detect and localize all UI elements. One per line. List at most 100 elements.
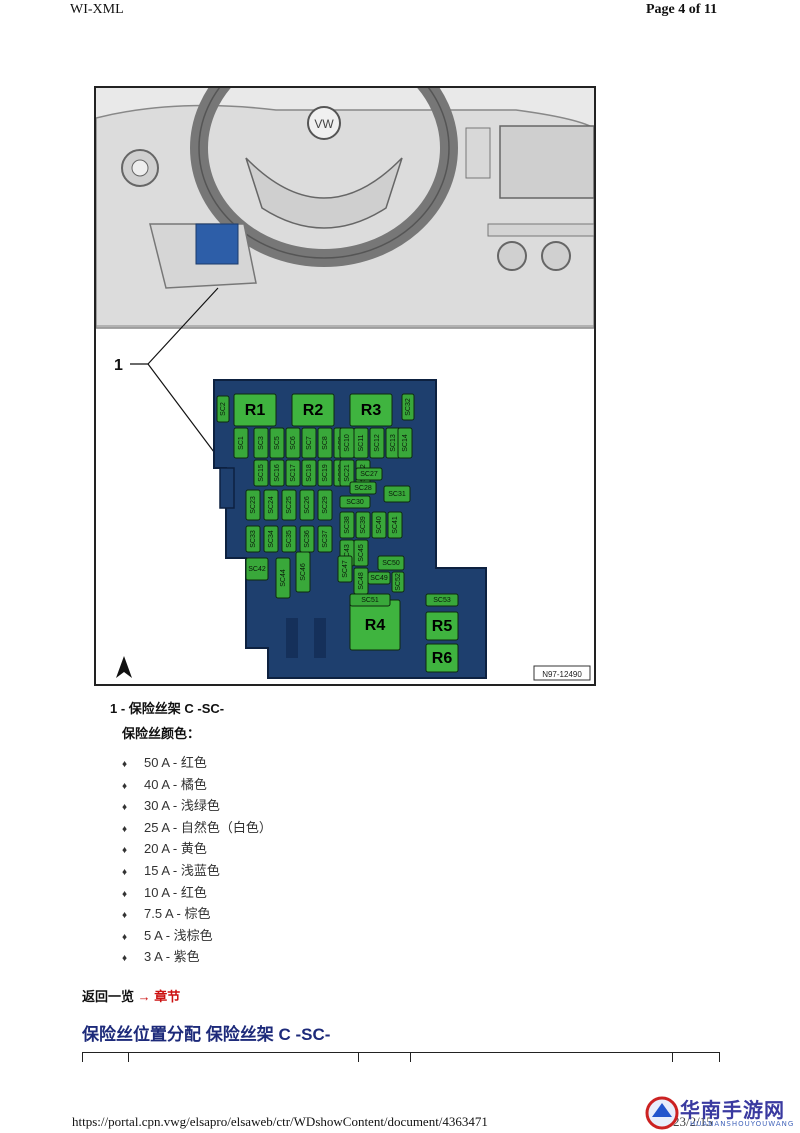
fuse-sc15 (253, 459, 269, 487)
fuse-label: SC15 (258, 464, 265, 482)
fuse-label: SC33 (250, 530, 257, 548)
fuse-sc46 (295, 551, 311, 593)
list-item: ♦30 A - 浅绿色 (122, 795, 272, 817)
fuse-sc26 (299, 489, 315, 521)
fuse-label: SC5 (274, 436, 281, 450)
fuse-sc30 (339, 495, 371, 509)
fuse-label: SC42 (248, 566, 266, 573)
fuse-label: SC31 (388, 491, 406, 498)
fuse-sc19 (317, 459, 333, 487)
fuse-sc24 (263, 489, 279, 521)
fuse-label: SC23 (250, 496, 257, 514)
list-item: ♦50 A - 红色 (122, 752, 272, 774)
fuse-label: SC12 (374, 434, 381, 452)
fuse-label: SC41 (392, 516, 399, 534)
fuse-sc50 (377, 555, 405, 571)
fuse-sc41 (387, 511, 403, 539)
relay-label: R2 (303, 402, 324, 419)
relay-label: R1 (245, 402, 266, 419)
relay-r2 (291, 393, 335, 427)
fuse-sc44 (275, 557, 291, 599)
list-item: ♦15 A - 浅蓝色 (122, 860, 272, 882)
fuse-label: SC35 (286, 530, 293, 548)
fuse-sc39 (355, 511, 371, 539)
fuse-label: SC51 (361, 597, 379, 604)
table-header-rule (82, 1052, 720, 1053)
fuse-label: SC29 (322, 496, 329, 514)
fuse-label: SC10 (344, 434, 351, 452)
fuse-sc18 (301, 459, 317, 487)
fuse-label: SC45 (358, 544, 365, 562)
fuse-sc17 (285, 459, 301, 487)
fuse-label: SC50 (382, 560, 400, 567)
fuse-label: SC38 (344, 516, 351, 534)
figure-code: N97-12490 (542, 670, 582, 679)
fuse-sc25 (281, 489, 297, 521)
fuse-sc42 (245, 557, 269, 581)
callout-number: 1 (114, 357, 123, 374)
back-to-overview-link[interactable]: 返回一览 (82, 989, 135, 1004)
fuse-sc53 (425, 593, 459, 607)
fuse-label: SC16 (274, 464, 281, 482)
fuse-sc1 (233, 427, 249, 459)
fuse-label: SC2 (220, 402, 227, 416)
relay-label: R3 (361, 402, 382, 419)
fuse-label: SC30 (346, 499, 364, 506)
relay-r6 (425, 643, 459, 673)
fuse-label: SC48 (358, 572, 365, 590)
list-item: ♦5 A - 浅棕色 (122, 925, 272, 947)
caption: 1 - 保险丝架 C -SC- 保险丝颜色： ♦50 A - 红色 ♦40 A … (110, 698, 272, 968)
fuse-label: SC36 (304, 530, 311, 548)
relay-label: R6 (432, 650, 453, 667)
fuse-label: SC32 (405, 398, 412, 416)
watermark-subtext: HUANANSHOUYOUWANG (690, 1120, 795, 1128)
fuse-label: SC13 (390, 434, 397, 452)
fuse-label: SC25 (286, 496, 293, 514)
fuse-label: SC8 (322, 436, 329, 450)
bullet-icon: ♦ (122, 910, 128, 922)
relay-label: R5 (432, 618, 453, 635)
fuse-sc23 (245, 489, 261, 521)
chapter-link[interactable]: → 章节 (137, 989, 181, 1004)
fuse-sc16 (269, 459, 285, 487)
fuse-label: SC26 (304, 496, 311, 514)
fuse-label: SC53 (433, 597, 451, 604)
fuse-label: SC27 (360, 471, 378, 478)
fuse-label: SC17 (290, 464, 297, 482)
fuse-sc47 (337, 555, 353, 583)
bullet-icon: ♦ (122, 802, 128, 814)
bullet-icon: ♦ (122, 845, 128, 857)
fuse-label: SC24 (268, 496, 275, 514)
list-item: ♦10 A - 红色 (122, 882, 272, 904)
fuse-sc8 (317, 427, 333, 459)
bullet-icon: ♦ (122, 888, 128, 900)
caption-item: 1 - 保险丝架 C -SC- (110, 701, 225, 716)
fuse-label: SC11 (358, 434, 365, 451)
bullet-icon: ♦ (122, 931, 128, 943)
page-header-left: WI-XML (70, 2, 124, 17)
fuse-sc11 (353, 427, 369, 459)
fuse-sc21 (339, 459, 355, 487)
fuse-label: SC44 (280, 569, 287, 587)
fuse-label: SC7 (306, 436, 313, 450)
watermark-logo-icon (645, 1096, 679, 1130)
fuse-sc35 (281, 525, 297, 553)
fuse-sc37 (317, 525, 333, 553)
bullet-icon: ♦ (122, 953, 128, 965)
fuse-label: SC47 (342, 560, 349, 578)
table-column-divider (82, 1052, 83, 1062)
fuse-label: SC46 (300, 563, 307, 581)
fuse-label: SC52 (395, 573, 402, 591)
fuse-label: SC49 (370, 575, 388, 582)
fuse-label: SC6 (290, 436, 297, 450)
fuse-label: SC40 (376, 516, 383, 534)
fuse-sc45 (353, 539, 369, 567)
table-column-divider (672, 1052, 673, 1062)
fuse-label: SC21 (344, 464, 351, 482)
fuse-label: SC18 (306, 464, 313, 482)
list-item: ♦3 A - 紫色 (122, 946, 272, 968)
fuse-sc49 (367, 571, 391, 585)
list-item: ♦40 A - 橘色 (122, 774, 272, 796)
footer-url: https://portal.cpn.vwg/elsapro/elsaweb/c… (72, 1114, 488, 1129)
section-title: 保险丝位置分配 保险丝架 C -SC- (82, 1025, 331, 1044)
